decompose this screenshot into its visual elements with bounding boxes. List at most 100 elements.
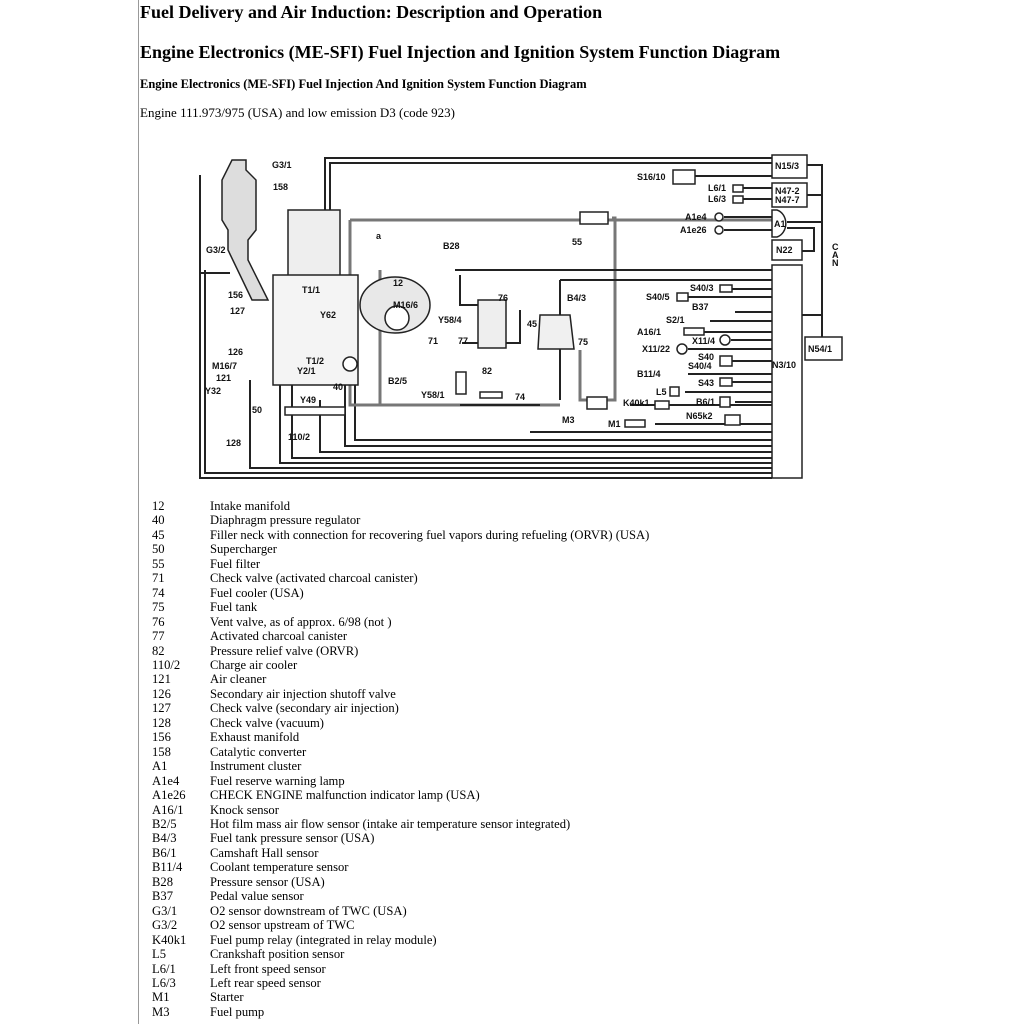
label: N3/10 (772, 360, 796, 370)
legend-description: Vent valve, as of approx. 6/98 (not ) (210, 614, 392, 629)
legend-code: B28 (152, 874, 173, 889)
label: 12 (393, 278, 403, 288)
legend-code: B2/5 (152, 816, 177, 831)
page-left-border (138, 0, 139, 1024)
label: 74 (515, 392, 525, 402)
legend-code: M3 (152, 1004, 170, 1019)
legend-description: Check valve (activated charcoal canister… (210, 571, 418, 586)
legend-row: 127 Check valve (secondary air injection) (152, 701, 649, 715)
air-filter-housing (287, 209, 341, 281)
label: A1 (774, 219, 786, 229)
a1-cluster (771, 209, 787, 238)
label: 75 (578, 337, 588, 347)
label: S40/5 (646, 292, 670, 302)
legend-description: Check valve (secondary air injection) (210, 701, 399, 716)
label: Y58/4 (438, 315, 462, 325)
legend-code: 55 (152, 556, 165, 571)
legend-row: L6/3 Left rear speed sensor (152, 976, 649, 990)
legend-code: L6/3 (152, 975, 176, 990)
label: X11/22 (642, 344, 670, 354)
label: B4/3 (567, 293, 586, 303)
legend-code: 128 (152, 715, 171, 730)
legend-description: Coolant temperature sensor (210, 860, 349, 875)
label: Y2/1 (297, 366, 316, 376)
legend-description: Diaphragm pressure regulator (210, 513, 361, 528)
legend-code: L6/1 (152, 961, 176, 976)
label: Y58/1 (421, 390, 445, 400)
label: 126 (228, 347, 243, 357)
legend-code: 76 (152, 614, 165, 629)
label: B2/5 (388, 376, 407, 386)
label: 121 (216, 373, 231, 383)
label: 50 (252, 405, 262, 415)
legend-description: Fuel filter (210, 556, 261, 571)
legend-description: Starter (210, 990, 244, 1005)
label: Y62 (320, 310, 336, 320)
legend-code: L5 (152, 947, 166, 962)
legend-code: 110/2 (152, 657, 181, 672)
legend-description: Filler neck with connection for recoveri… (210, 527, 650, 542)
legend-code: G3/2 (152, 918, 178, 933)
label: M16/6 (393, 300, 418, 310)
label: 76 (498, 293, 508, 303)
legend-code: 127 (152, 701, 171, 716)
legend-description: Left rear speed sensor (210, 975, 321, 990)
diagram-components (221, 154, 843, 479)
legend-description: Camshaft Hall sensor (210, 845, 319, 860)
legend-description: Knock sensor (210, 802, 279, 817)
legend-code: A1 (152, 759, 168, 774)
label: A16/1 (637, 327, 661, 337)
legend-description: CHECK ENGINE malfunction indicator lamp … (210, 788, 480, 803)
legend-row: K40k1 Fuel pump relay (integrated in rela… (152, 933, 649, 947)
label: L5 (656, 387, 667, 397)
legend-description: Secondary air injection shutoff valve (210, 686, 396, 701)
legend-description: Check valve (vacuum) (210, 715, 324, 730)
label: 82 (482, 366, 492, 376)
label: a (376, 231, 382, 241)
legend-code: A1e4 (152, 773, 180, 788)
label: 127 (230, 306, 245, 316)
legend-code: M1 (152, 990, 170, 1005)
n54-1-box (804, 336, 843, 361)
charge-air-cooler (284, 406, 346, 416)
legend-description: Fuel tank (210, 600, 258, 615)
charcoal-canister (477, 299, 507, 349)
throttle-body (384, 305, 410, 331)
page-title: Fuel Delivery and Air Induction: Descrip… (140, 2, 603, 22)
engine-note: Engine 111.973/975 (USA) and low emissio… (140, 105, 455, 120)
legend-description: Catalytic converter (210, 744, 307, 759)
label: 110/2 (288, 432, 310, 442)
legend-row: 40 Diaphragm pressure regulator (152, 513, 649, 527)
legend-description: Instrument cluster (210, 759, 302, 774)
n15-3-box (771, 154, 808, 179)
label: X11/4 (692, 336, 715, 346)
legend-code: 82 (152, 643, 165, 658)
legend-code: B6/1 (152, 845, 177, 860)
legend-code: K40k1 (152, 932, 187, 947)
legend-code: A16/1 (152, 802, 184, 817)
n3-10-control-unit (771, 264, 803, 479)
n22-box (771, 239, 803, 261)
fuel-filter (579, 211, 609, 225)
legend-code: A1e26 (152, 788, 186, 803)
label: N47-7 (775, 195, 800, 205)
legend-code: 40 (152, 513, 165, 528)
legend-code: 77 (152, 629, 165, 644)
label: S43 (698, 378, 714, 388)
label: Y32 (205, 386, 221, 396)
legend-description: Hot film mass air flow sensor (intake ai… (210, 816, 571, 831)
legend-description: O2 sensor downstream of TWC (USA) (210, 903, 407, 918)
legend-description: Fuel pump relay (integrated in relay mod… (210, 932, 437, 947)
label: A1e26 (680, 225, 707, 235)
